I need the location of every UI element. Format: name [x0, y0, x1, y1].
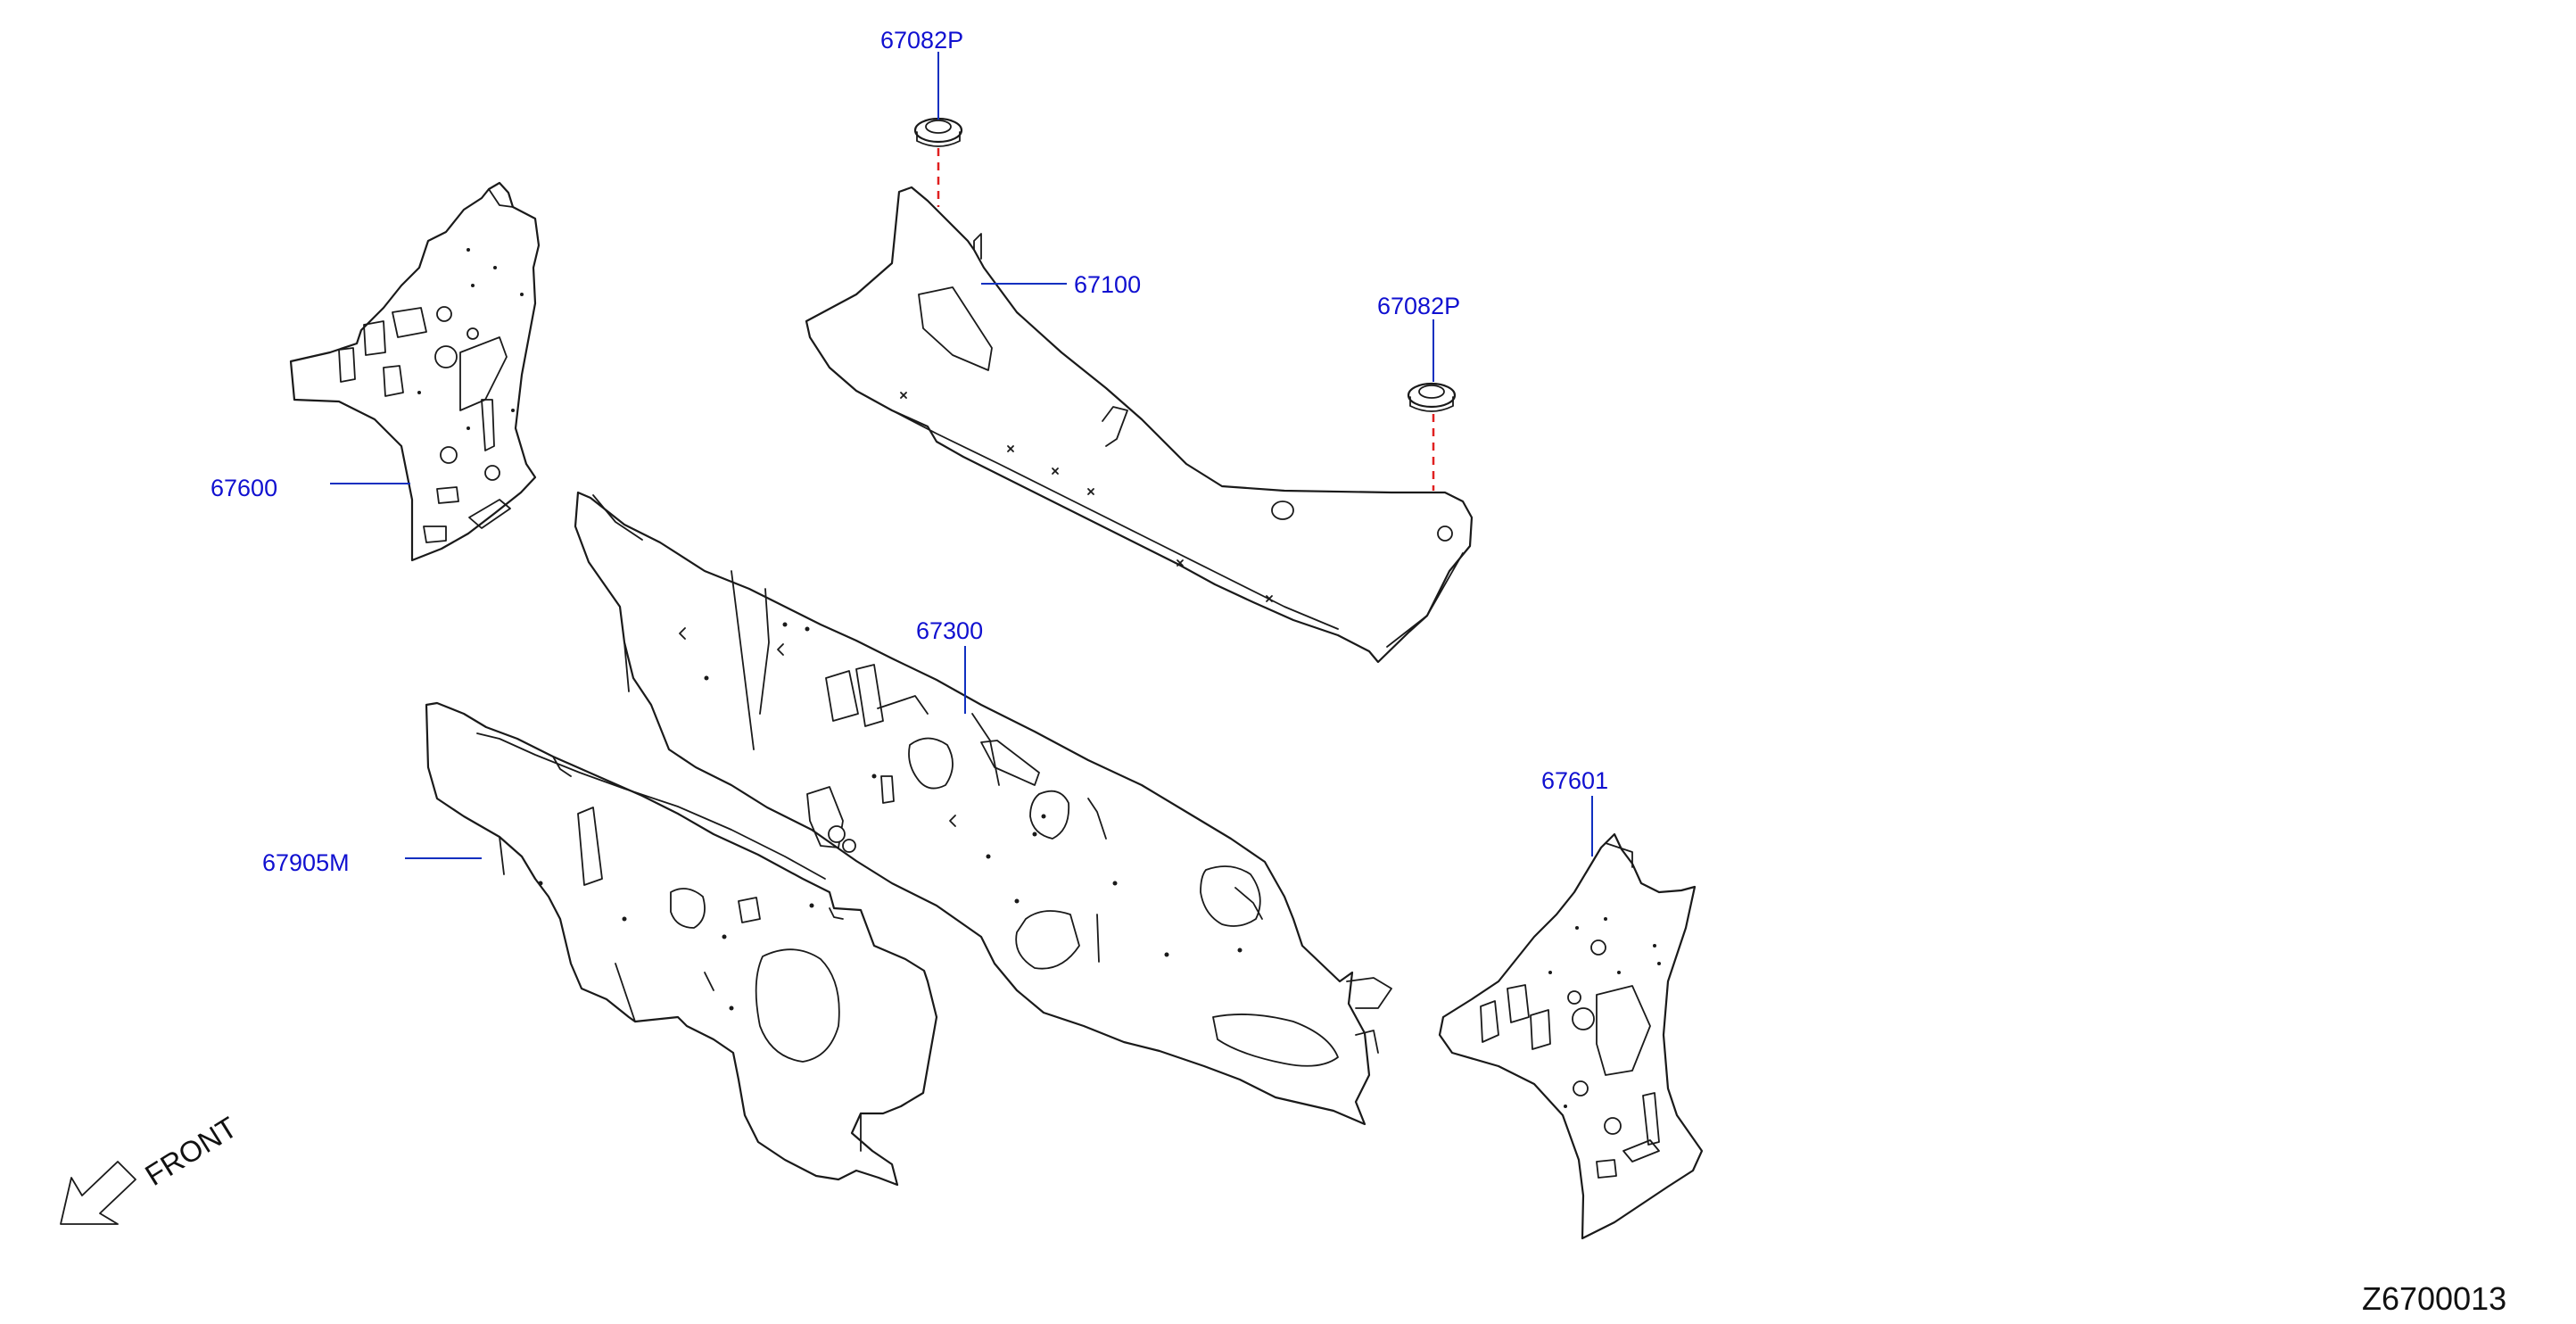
callout-67082p-right[interactable]: 67082P [1377, 293, 1460, 319]
part-67300-dash-panel[interactable] [574, 491, 1392, 1126]
part-67601-right-side-panel[interactable] [1438, 832, 1704, 1240]
part-67082p-grommet-top[interactable] [913, 117, 963, 147]
callout-67300[interactable]: 67300 [916, 617, 983, 644]
callout-67905m[interactable]: 67905M [262, 849, 350, 876]
part-67600-left-side-panel[interactable] [289, 181, 541, 562]
front-label: FRONT [139, 1110, 243, 1192]
front-arrow-icon [60, 1161, 136, 1225]
callout-67600[interactable]: 67600 [211, 475, 277, 501]
part-67100-cowl-top[interactable] [805, 186, 1474, 664]
callout-67601[interactable]: 67601 [1541, 767, 1608, 794]
callout-67082p-top[interactable]: 67082P [880, 27, 963, 54]
part-67082p-grommet-right[interactable] [1407, 382, 1457, 412]
diagram-code: Z6700013 [2362, 1280, 2506, 1317]
callout-67100[interactable]: 67100 [1074, 271, 1141, 298]
part-67905m-insulator[interactable] [425, 701, 938, 1187]
